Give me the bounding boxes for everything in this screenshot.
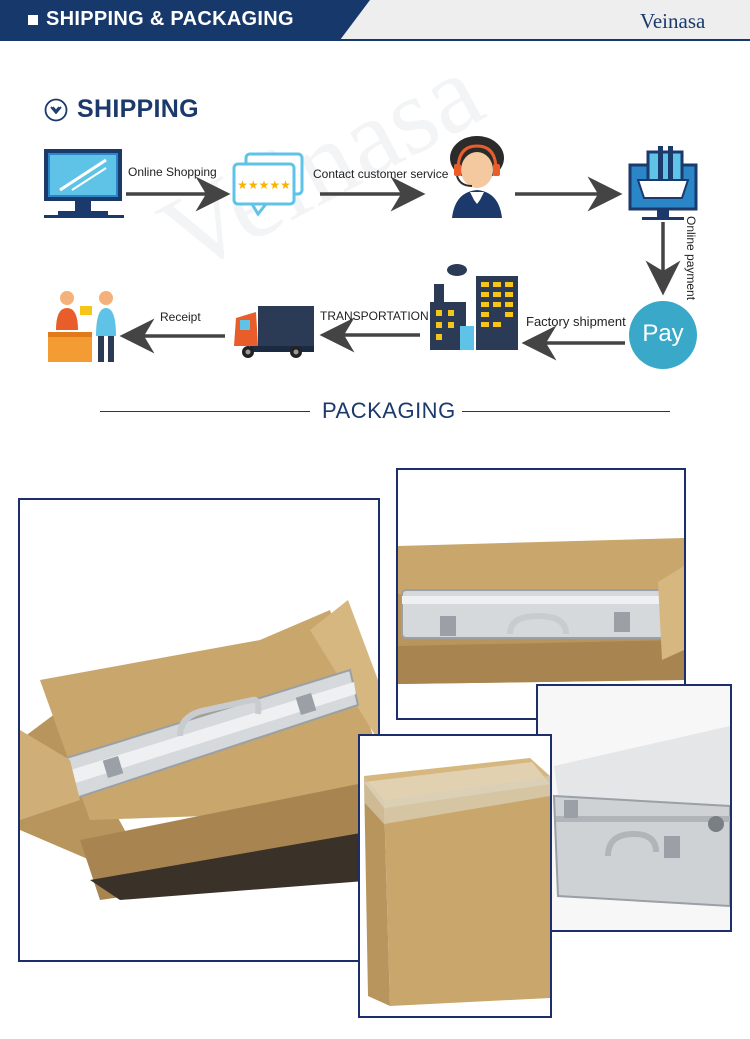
photo-open-box-long-case: [18, 498, 380, 962]
payment-monitor-icon: [628, 146, 698, 220]
step-online-payment-label: Online payment: [684, 216, 698, 301]
shipping-flow-diagram: ★★★★★: [44, 136, 698, 369]
monitor-icon: [44, 149, 124, 218]
chat-bubbles-icon: ★★★★★: [232, 152, 304, 217]
page-title: SHIPPING & PACKAGING: [46, 8, 294, 30]
bullet-square-icon: [28, 15, 38, 25]
open-box-illustration: [20, 600, 378, 900]
step-receipt-label: Receipt: [160, 310, 201, 324]
pay-badge-icon: [629, 301, 697, 369]
divider-right: [462, 411, 670, 412]
pay-badge-text: Pay: [642, 320, 684, 347]
packaging-title: PACKAGING: [322, 398, 456, 423]
header-banner: SHIPPING & PACKAGING Veinasa: [0, 0, 750, 42]
step-online-shopping-label: Online Shopping: [128, 165, 217, 179]
step-contact-service-label: Contact customer service: [313, 167, 449, 181]
photo-taped-closed-box: [358, 734, 552, 1018]
boxed-case-illustration: [398, 538, 684, 684]
receipt-handover-icon: [48, 291, 116, 362]
closed-box-illustration: [364, 758, 550, 1006]
divider-left: [100, 411, 310, 412]
step-factory-shipment-label: Factory shipment: [526, 314, 626, 329]
svg-text:★★★★★: ★★★★★: [237, 178, 291, 192]
silver-case-illustration: [538, 686, 730, 930]
customer-service-agent-icon: [450, 136, 504, 218]
photo-silver-case-closeup: [536, 684, 732, 932]
truck-icon: [234, 306, 314, 358]
factory-buildings-icon: [430, 264, 518, 350]
chevron-circle-icon: [44, 98, 68, 122]
shipping-title: SHIPPING: [77, 95, 199, 123]
brand-name: Veinasa: [640, 9, 706, 33]
flow-arrows: [119, 176, 681, 361]
step-transportation-label: TRANSPORTATION: [320, 309, 429, 323]
photo-box-case-top: [396, 468, 686, 720]
